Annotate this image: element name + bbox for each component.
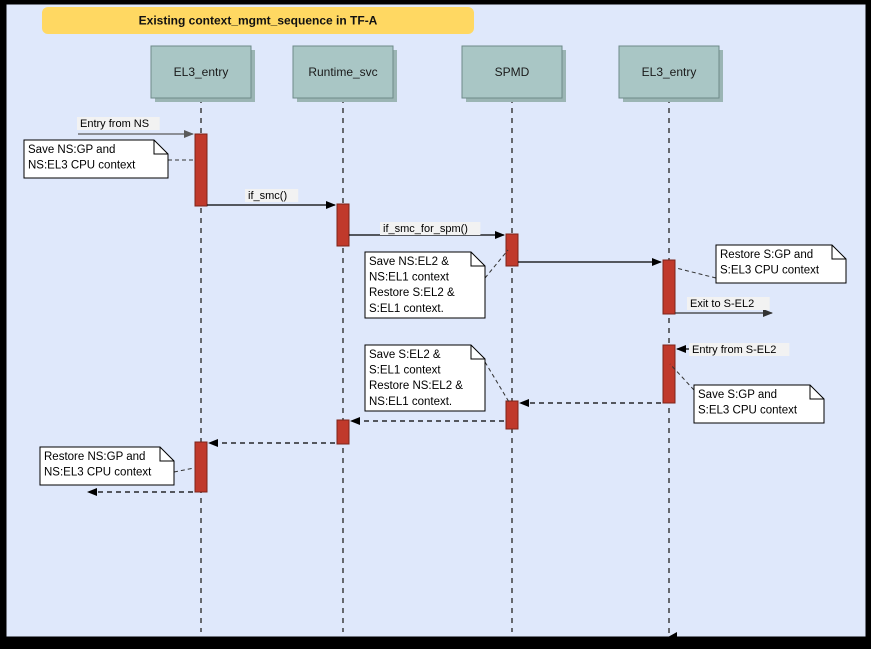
message-label-msg-exit-to-sel2: Exit to S-EL2 [690, 298, 754, 310]
note-body-note-restore-s-gp [715, 244, 847, 284]
note-line-note-save-s-el2-0: Save S:EL2 & [369, 349, 441, 361]
note-connector-note-restore-ns-gp [173, 467, 195, 473]
note-fold-note-save-s-el2 [470, 345, 485, 360]
message-msg-if-smc-for-spm[interactable]: if_smc_for_spm() [349, 222, 505, 239]
lifeline-label-spmd: SPMD [495, 65, 530, 79]
lifelines-layer: EL3_entry Runtime_svc SPMD EL3_entry [150, 45, 723, 642]
note-line-note-restore-s-gp-1: S:EL3 CPU context [720, 265, 820, 277]
messages-layer: Entry from NS if_smc() if_smc_for_spm() Exi… [77, 117, 790, 496]
message-msg-entry-from-sel2[interactable]: Entry from S-EL2 [676, 343, 790, 356]
note-body-note-save-s-el2 [364, 344, 486, 412]
note-line-note-save-s-el2-1: S:EL1 context [369, 365, 441, 377]
note-body-note-restore-ns-gp [39, 446, 175, 486]
message-label-bg-msg-if-smc [245, 189, 299, 202]
message-label-msg-if-smc: if_smc() [248, 190, 287, 202]
note-connector-note-save-s-gp [669, 363, 695, 391]
lifeline-el3_entry_s: EL3_entry [618, 45, 723, 642]
note-line-note-save-ns-gp-0: Save NS:GP and [28, 144, 115, 156]
message-label-bg-msg-exit-to-sel2 [687, 297, 770, 310]
note-line-note-save-ns-el2-3: S:EL1 context. [369, 303, 444, 315]
message-msg-if-smc[interactable]: if_smc() [207, 189, 336, 209]
note-line-note-save-s-el2-2: Restore NS:EL2 & [369, 380, 463, 392]
message-label-msg-if-smc-for-spm: if_smc_for_spm() [383, 223, 468, 235]
message-label-msg-entry-from-sel2: Entry from S-EL2 [692, 344, 776, 356]
activation-bar-act-el3s-1[interactable] [662, 259, 676, 315]
note-fold-note-save-s-gp [809, 385, 824, 400]
diagram-title: Existing context_mgmt_sequence in TF-A [139, 14, 378, 28]
note-line-note-restore-s-gp-0: Restore S:GP and [720, 249, 813, 261]
note-connector-note-save-ns-el2 [484, 249, 509, 279]
activation-bar-act-spmd-1[interactable] [505, 233, 519, 267]
lifeline-label-el3_entry_ns: EL3_entry [174, 65, 229, 79]
note-line-note-save-ns-el2-1: NS:EL1 context [369, 272, 450, 284]
message-msg-exit-to-sel2[interactable]: Exit to S-EL2 [675, 297, 773, 317]
note-line-note-restore-ns-gp-1: NS:EL3 CPU context [44, 467, 152, 479]
lifeline-header-box-spmd[interactable] [461, 45, 563, 99]
lifeline-header-box-runtime_svc[interactable] [292, 45, 394, 99]
lifeline-label-el3_entry_s: EL3_entry [642, 65, 697, 79]
note-body-note-save-ns-el2 [364, 251, 486, 319]
title-banner: Existing context_mgmt_sequence in TF-A [42, 7, 474, 34]
activations-layer [194, 133, 676, 493]
message-label-bg-msg-entry-from-ns [77, 117, 160, 130]
activation-bar-act-el3ns-2[interactable] [194, 441, 208, 493]
lifeline-spmd: SPMD [461, 45, 566, 632]
note-line-note-save-ns-gp-1: NS:EL3 CPU context [28, 160, 136, 172]
message-label-bg-msg-entry-from-sel2 [689, 343, 790, 356]
note-line-note-save-ns-el2-2: Restore S:EL2 & [369, 287, 455, 299]
message-label-msg-entry-from-ns: Entry from NS [80, 118, 149, 130]
note-line-note-save-ns-el2-0: Save NS:EL2 & [369, 256, 449, 268]
note-line-note-save-s-gp-0: Save S:GP and [698, 389, 777, 401]
note-body-note-save-ns-gp [23, 139, 169, 179]
note-body-note-save-s-gp [693, 384, 825, 424]
activation-bar-act-el3ns-1[interactable] [194, 133, 208, 207]
note-connector-note-save-s-el2 [484, 361, 510, 403]
note-fold-note-save-ns-gp [153, 140, 168, 155]
note-fold-note-restore-s-gp [831, 245, 846, 260]
title-banner-box [42, 7, 474, 34]
activation-bar-act-rtsvc-2[interactable] [336, 419, 350, 445]
lifeline-el3_entry_ns: EL3_entry [150, 45, 255, 632]
lifeline-header-box-el3_entry_ns[interactable] [150, 45, 252, 99]
note-fold-note-restore-ns-gp [159, 447, 174, 462]
activation-bar-act-spmd-2[interactable] [505, 400, 519, 430]
activation-bar-act-rtsvc-1[interactable] [336, 203, 350, 247]
lifeline-header-box-el3_entry_s[interactable] [618, 45, 720, 99]
note-fold-note-save-ns-el2 [470, 252, 485, 267]
message-msg-entry-from-ns[interactable]: Entry from NS [77, 117, 194, 138]
diagram-background [5, 3, 867, 638]
message-label-bg-msg-if-smc-for-spm [380, 222, 481, 235]
note-line-note-restore-ns-gp-0: Restore NS:GP and [44, 451, 145, 463]
note-line-note-save-s-el2-3: NS:EL1 context. [369, 396, 452, 408]
note-line-note-save-s-gp-1: S:EL3 CPU context [698, 405, 798, 417]
lifeline-label-runtime_svc: Runtime_svc [308, 65, 377, 79]
lifeline-runtime_svc: Runtime_svc [292, 45, 397, 632]
activation-bar-act-el3s-2[interactable] [662, 344, 676, 404]
